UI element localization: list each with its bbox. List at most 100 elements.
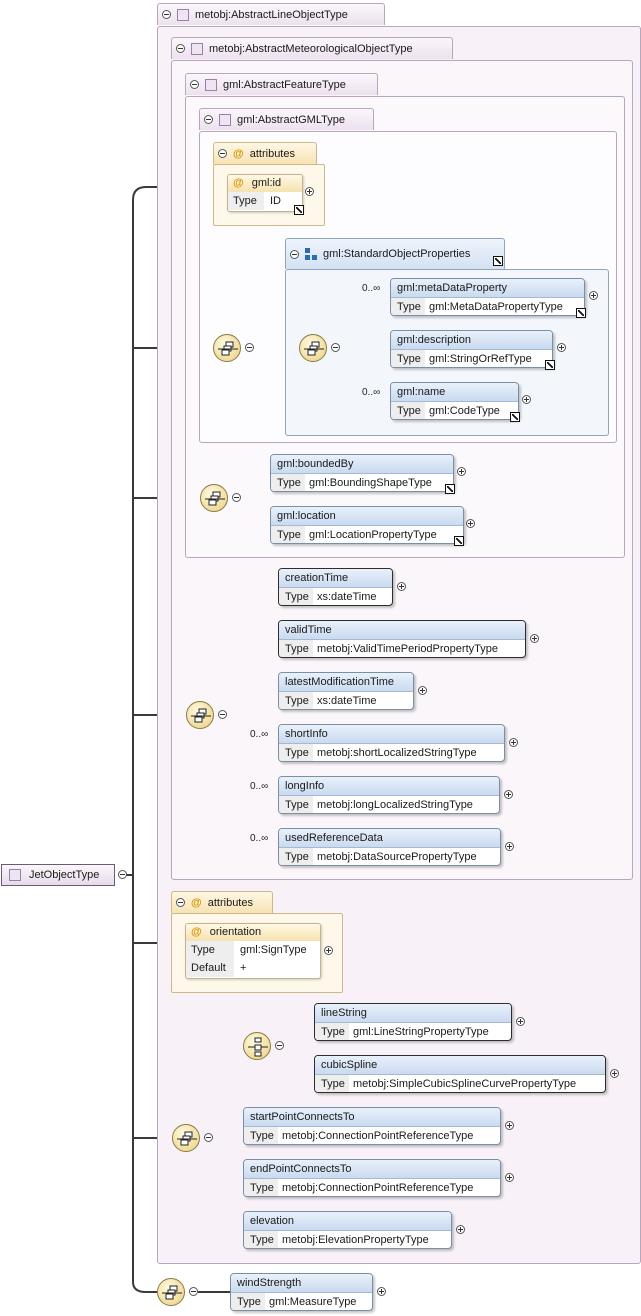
feature-type-tab[interactable]: gml:AbstractFeatureType: [185, 73, 378, 95]
minus-icon[interactable]: [204, 1133, 213, 1142]
occurrence-label: 0..∞: [250, 781, 269, 792]
attribute-icon: @: [233, 177, 244, 189]
element-name: gml:location: [271, 507, 463, 526]
plus-icon[interactable]: [377, 1287, 386, 1296]
type-key: Type: [279, 796, 313, 813]
minus-icon[interactable]: [245, 343, 254, 352]
element-type: gml:StringOrRefType: [429, 353, 532, 365]
element-name: latestModificationTime: [279, 673, 413, 692]
plus-icon[interactable]: [509, 738, 518, 747]
type-key: Type: [279, 692, 313, 709]
plus-icon[interactable]: [457, 467, 466, 476]
minus-icon[interactable]: [176, 44, 185, 53]
element-type: gml:CodeType: [429, 405, 500, 417]
plus-icon[interactable]: [557, 343, 566, 352]
plus-icon[interactable]: [418, 686, 427, 695]
type-key: Type: [279, 848, 313, 865]
plus-icon[interactable]: [522, 395, 531, 404]
plus-icon[interactable]: [397, 582, 406, 591]
element-name: endPointConnectsTo: [244, 1160, 500, 1179]
plus-icon[interactable]: [504, 790, 513, 799]
complex-type-icon: [219, 113, 231, 126]
minus-icon[interactable]: [232, 493, 241, 502]
minus-icon[interactable]: [218, 149, 227, 158]
feature-type-label: gml:AbstractFeatureType: [223, 78, 346, 91]
jump-icon[interactable]: [545, 360, 555, 370]
jump-icon[interactable]: [493, 256, 503, 266]
sequence-icon[interactable]: [172, 1124, 200, 1152]
element-name: gml:metaDataProperty: [391, 279, 584, 298]
line-attributes-tab[interactable]: @ attributes: [171, 891, 273, 913]
plus-icon[interactable]: [456, 1225, 465, 1234]
root-type-box[interactable]: JetObjectType: [1, 864, 115, 886]
plus-icon[interactable]: [530, 634, 539, 643]
plus-icon[interactable]: [466, 519, 475, 528]
minus-icon[interactable]: [162, 10, 171, 19]
jump-icon[interactable]: [294, 205, 304, 215]
plus-icon[interactable]: [589, 291, 598, 300]
minus-icon[interactable]: [204, 115, 213, 124]
element-type: xs:dateTime: [317, 591, 377, 603]
plus-icon[interactable]: [505, 842, 514, 851]
standard-props-tab[interactable]: gml:StandardObjectProperties: [285, 238, 505, 269]
attribute-icon: @: [191, 926, 202, 938]
gml-attributes-tab[interactable]: @ attributes: [213, 142, 317, 164]
minus-icon[interactable]: [290, 249, 299, 259]
element-name: startPointConnectsTo: [244, 1108, 500, 1127]
element-name: windStrength: [231, 1274, 372, 1293]
minus-icon[interactable]: [118, 870, 127, 879]
meteorological-type-tab[interactable]: metobj:AbstractMeteorologicalObjectType: [171, 37, 453, 59]
choice-icon[interactable]: [243, 1032, 271, 1060]
minus-icon[interactable]: [331, 343, 340, 352]
plus-icon[interactable]: [505, 1121, 514, 1130]
minus-icon[interactable]: [190, 80, 199, 89]
minus-icon[interactable]: [275, 1041, 284, 1050]
element-type: metobj:longLocalizedStringType: [317, 799, 473, 811]
plus-icon[interactable]: [505, 1173, 514, 1182]
minus-icon[interactable]: [218, 710, 227, 719]
complex-type-icon: [205, 78, 217, 91]
jump-icon[interactable]: [576, 308, 586, 318]
standard-props-label: gml:StandardObjectProperties: [323, 248, 471, 260]
attributes-label: attributes: [249, 147, 295, 160]
sequence-icon[interactable]: [200, 484, 228, 512]
element-type: gml:MeasureType: [269, 1296, 357, 1308]
sequence-icon[interactable]: [157, 1278, 185, 1306]
jump-icon[interactable]: [510, 412, 520, 422]
jump-icon[interactable]: [445, 484, 455, 494]
minus-icon[interactable]: [189, 1287, 198, 1296]
type-key: Type: [271, 526, 305, 543]
type-key: Type: [315, 1023, 349, 1040]
plus-icon[interactable]: [516, 1017, 525, 1026]
gml-type-tab[interactable]: gml:AbstractGMLType: [199, 108, 374, 130]
plus-icon[interactable]: [610, 1069, 619, 1078]
sequence-icon[interactable]: [186, 701, 214, 729]
sequence-icon[interactable]: [299, 334, 327, 362]
jump-icon[interactable]: [454, 536, 464, 546]
plus-icon[interactable]: [305, 187, 314, 196]
attribute-icon: @: [233, 147, 244, 160]
minus-icon[interactable]: [176, 898, 185, 907]
sequence-icon[interactable]: [213, 334, 241, 362]
line-object-type-tab[interactable]: metobj:AbstractLineObjectType: [157, 3, 385, 25]
plus-icon[interactable]: [324, 946, 333, 955]
